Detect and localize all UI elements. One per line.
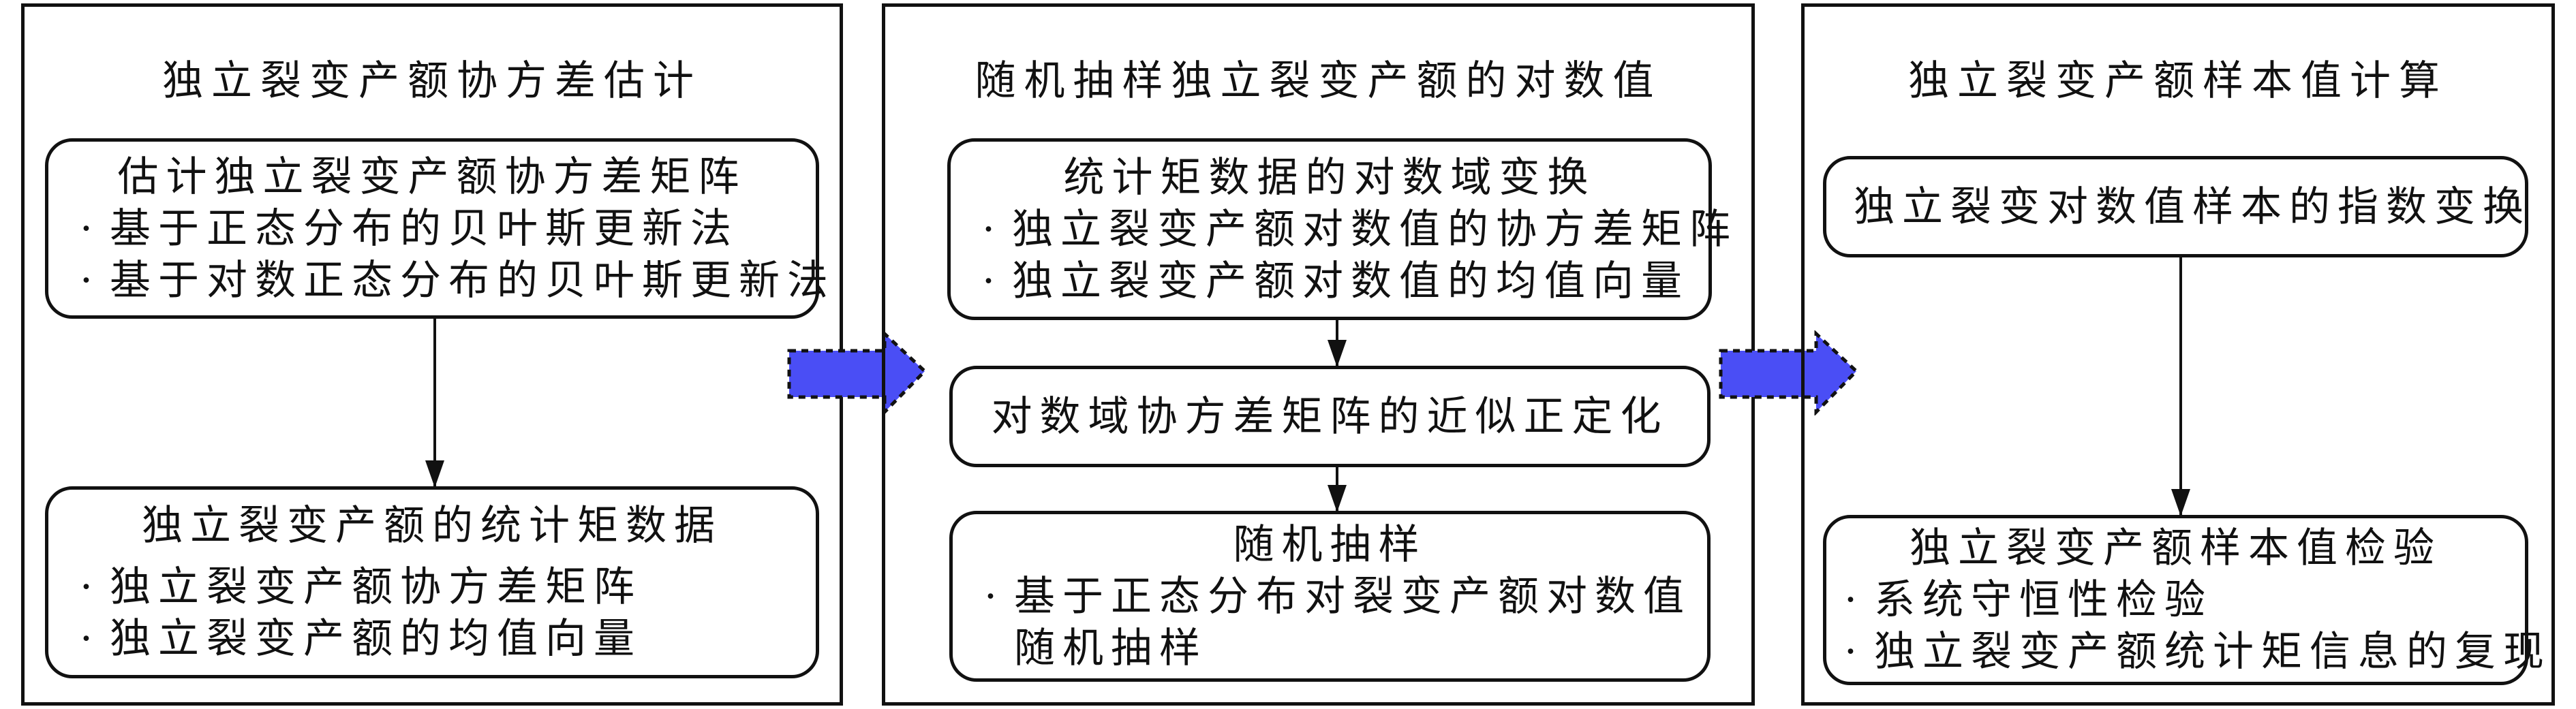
box-statistical-moments: 独立裂变产额的统计矩数据 独立裂变产额协方差矩阵 独立裂变产额的均值向量 [45,486,819,678]
box-exponential-transform: 独立裂变对数值样本的指数变换 [1823,156,2528,257]
box-title: 估计独立裂变产额协方差矩阵 [117,153,747,201]
box-positive-definite: 对数域协方差矩阵的近似正定化 [949,366,1711,467]
flow-arrow [425,319,444,488]
box-random-sampling: 随机抽样 基于正态分布对裂变产额对数值 随机抽样 [949,511,1711,682]
big-arrow-right-icon [1719,330,1859,415]
panel-title: 独立裂变产额样本值计算 [1908,57,2448,105]
bullet-item: 独立裂变产额的均值向量 [76,613,788,665]
box-title: 对数域协方差矩阵的近似正定化 [991,392,1669,441]
bullet-item: 基于正态分布对裂变产额对数值 [980,571,1684,623]
panel-random-sampling: 随机抽样独立裂变产额的对数值 [882,3,1755,706]
box-title: 随机抽样 [1233,520,1427,569]
bullet-item: 独立裂变产额对数值的协方差矩阵 [978,204,1730,255]
box-title: 独立裂变产额样本值检验 [1910,524,2442,572]
box-sample-validation: 独立裂变产额样本值检验 系统守恒性检验 独立裂变产额统计矩信息的复现 [1823,515,2544,685]
box-title: 独立裂变产额的统计矩数据 [142,502,722,550]
bullet-item: 独立裂变产额协方差矩阵 [76,561,788,613]
bullet-item: 独立裂变产额对数值的均值向量 [978,255,1682,307]
panel-title: 独立裂变产额协方差估计 [162,57,702,105]
box-title: 统计矩数据的对数域变换 [1063,153,1596,202]
flow-arrow [1328,320,1347,367]
bullet-item: 基于对数正态分布的贝叶斯更新法 [76,255,828,306]
box-title: 独立裂变对数值样本的指数变换 [1854,183,2531,231]
panel-sample-calculation: 独立裂变产额样本值计算 [1801,3,2555,706]
flow-arrow [1328,467,1347,512]
bullet-item: 系统守恒性检验 [1840,574,2511,626]
box-estimate-covariance: 估计独立裂变产额协方差矩阵 基于正态分布的贝叶斯更新法 基于对数正态分布的贝叶斯… [45,138,828,319]
bullet-item: 基于正态分布的贝叶斯更新法 [76,203,788,255]
panel-title: 随机抽样独立裂变产额的对数值 [975,57,1662,105]
bullet-continuation: 随机抽样 [1014,624,1208,672]
flow-arrow [2171,257,2190,516]
box-log-transform: 统计矩数据的对数域变换 独立裂变产额对数值的协方差矩阵 独立裂变产额对数值的均值… [947,138,1730,320]
bullet-item: 独立裂变产额统计矩信息的复现 [1840,626,2544,678]
